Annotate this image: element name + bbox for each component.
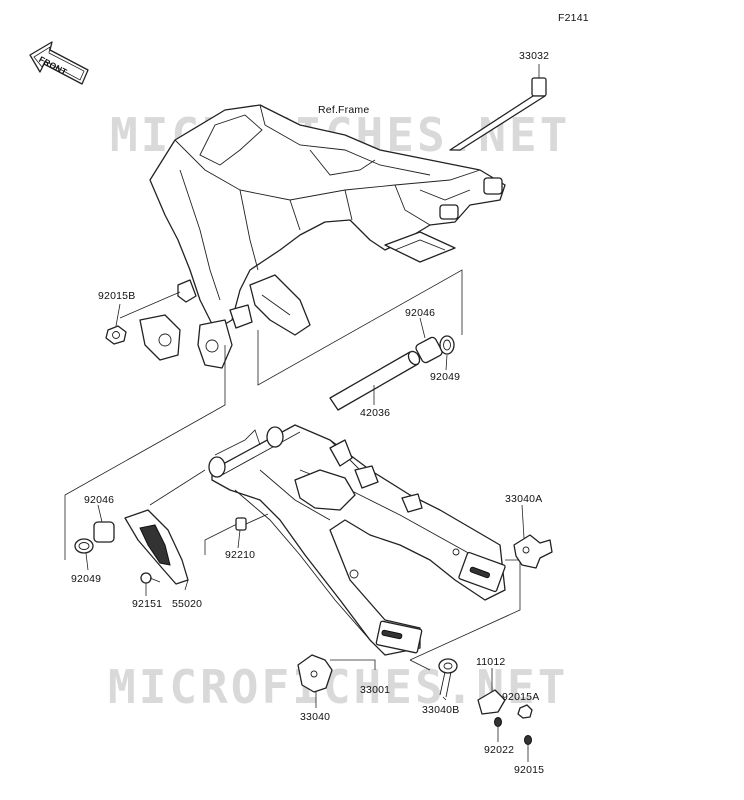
bolt-92210 [235,513,269,549]
label-92015A: 92015A [502,691,540,703]
adjuster-bolt-33040B [438,658,458,701]
chain-guard-55020 [124,509,189,591]
label-92022: 92022 [484,744,515,756]
label-92210: 92210 [225,549,256,561]
ref-frame-label: Ref.Frame [318,104,370,116]
label-55020: 55020 [172,598,203,610]
collar-92046-left [93,504,115,543]
label-92151: 92151 [132,598,163,610]
front-arrow-icon [29,41,89,85]
pivot-ref-lines [64,269,463,560]
label-33001: 33001 [360,684,391,696]
label-33040: 33040 [300,711,331,723]
label-42036: 42036 [360,407,391,419]
label-33032: 33032 [519,50,550,62]
swingarm-ref-lines [149,429,521,671]
sleeve-42036 [329,350,421,411]
adjuster-33040A [513,504,553,569]
label-92046-left: 92046 [84,494,115,506]
label-11012: 11012 [476,656,506,668]
nut-92015B [105,291,181,345]
plate-11012 [477,668,506,715]
main-frame [139,104,506,369]
adjuster-33040 [297,654,333,708]
screw-92151 [140,572,161,596]
label-33040B: 33040B [422,704,460,716]
collar-92046-top [415,317,443,364]
seal-92049-top [439,335,455,371]
nut-92015A [517,704,533,719]
swingarm-33001 [208,424,506,656]
label-92015B: 92015B [98,290,136,302]
washer-92022 [494,717,502,742]
pivot-bolt-33032 [449,64,547,151]
label-92049-top: 92049 [430,371,461,383]
label-92049-left: 92049 [71,573,102,585]
figure-code: F2141 [558,12,589,24]
seal-92049-left [74,538,94,571]
nut-92015 [524,735,532,762]
label-92015: 92015 [514,764,545,776]
label-92046-top: 92046 [405,307,436,319]
label-33040A: 33040A [505,493,543,505]
